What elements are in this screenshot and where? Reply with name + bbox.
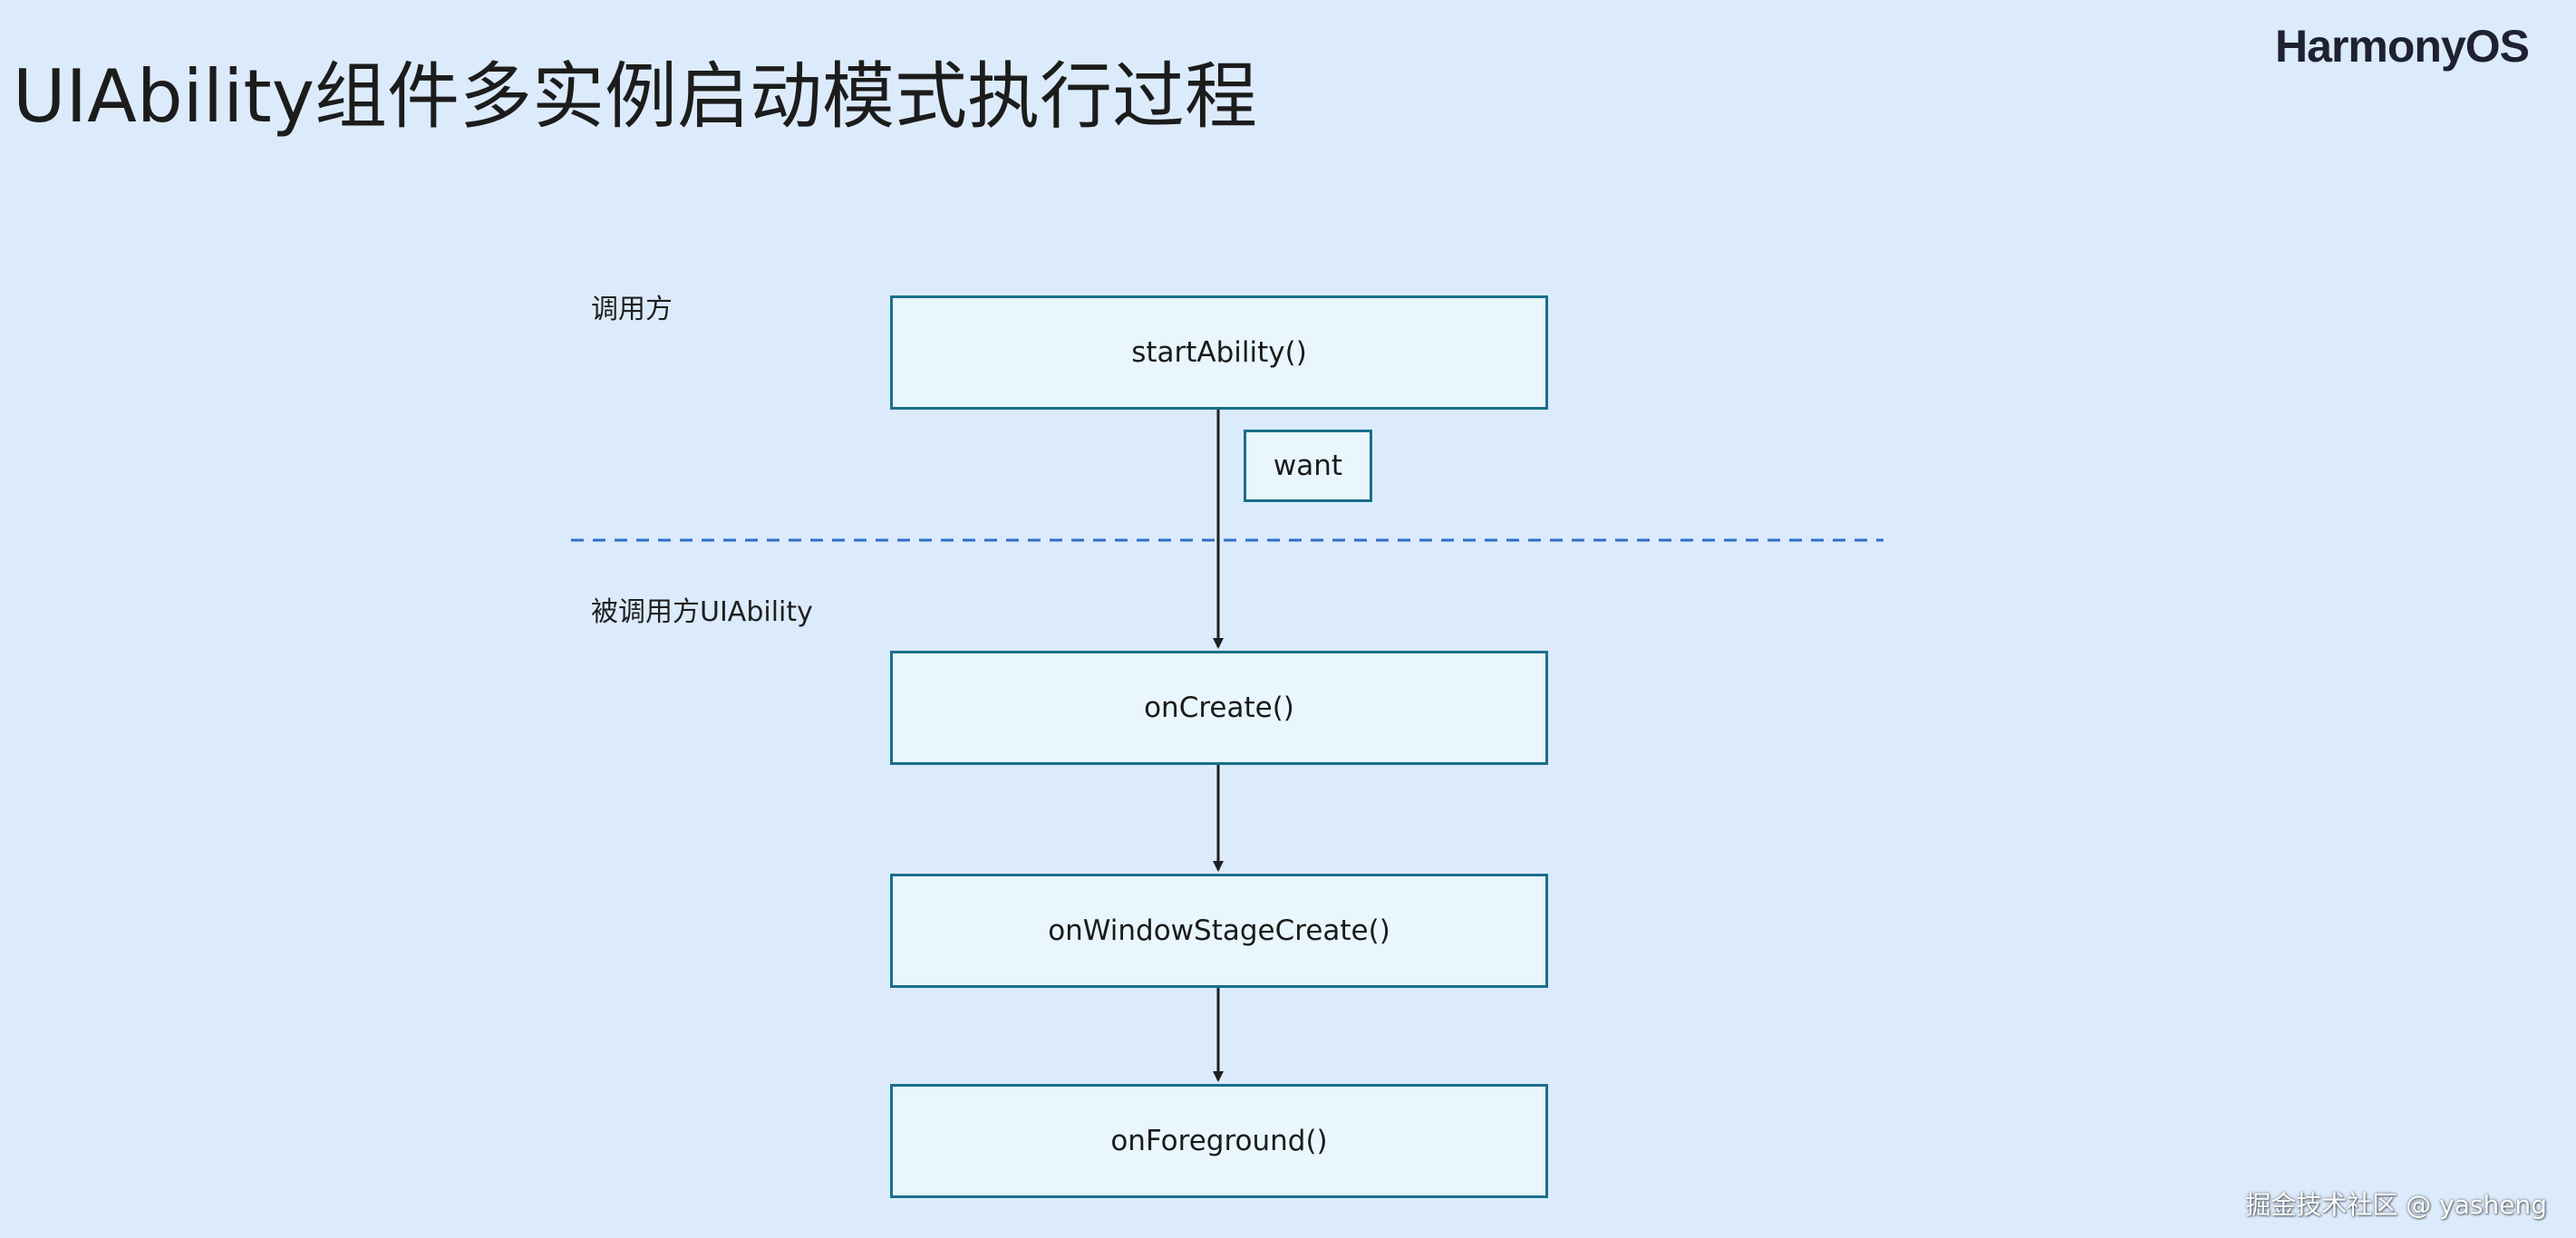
oncreate-box: onCreate()	[890, 651, 1548, 765]
caller-label: 调用方	[591, 294, 673, 325]
onwindowstagecreate-box: onWindowStageCreate()	[890, 874, 1548, 988]
want-box: want	[1244, 430, 1372, 502]
slide-title: UIAbility组件多实例启动模式执行过程	[13, 54, 1258, 139]
watermark: 掘金技术社区 @ yasheng	[2245, 1190, 2547, 1220]
harmonyos-logo: HarmonyOS	[2275, 21, 2530, 72]
startability-box: startAbility()	[890, 295, 1548, 410]
callee-label: 被调用方UIAbility	[591, 596, 813, 628]
onforeground-box: onForeground()	[890, 1084, 1548, 1198]
